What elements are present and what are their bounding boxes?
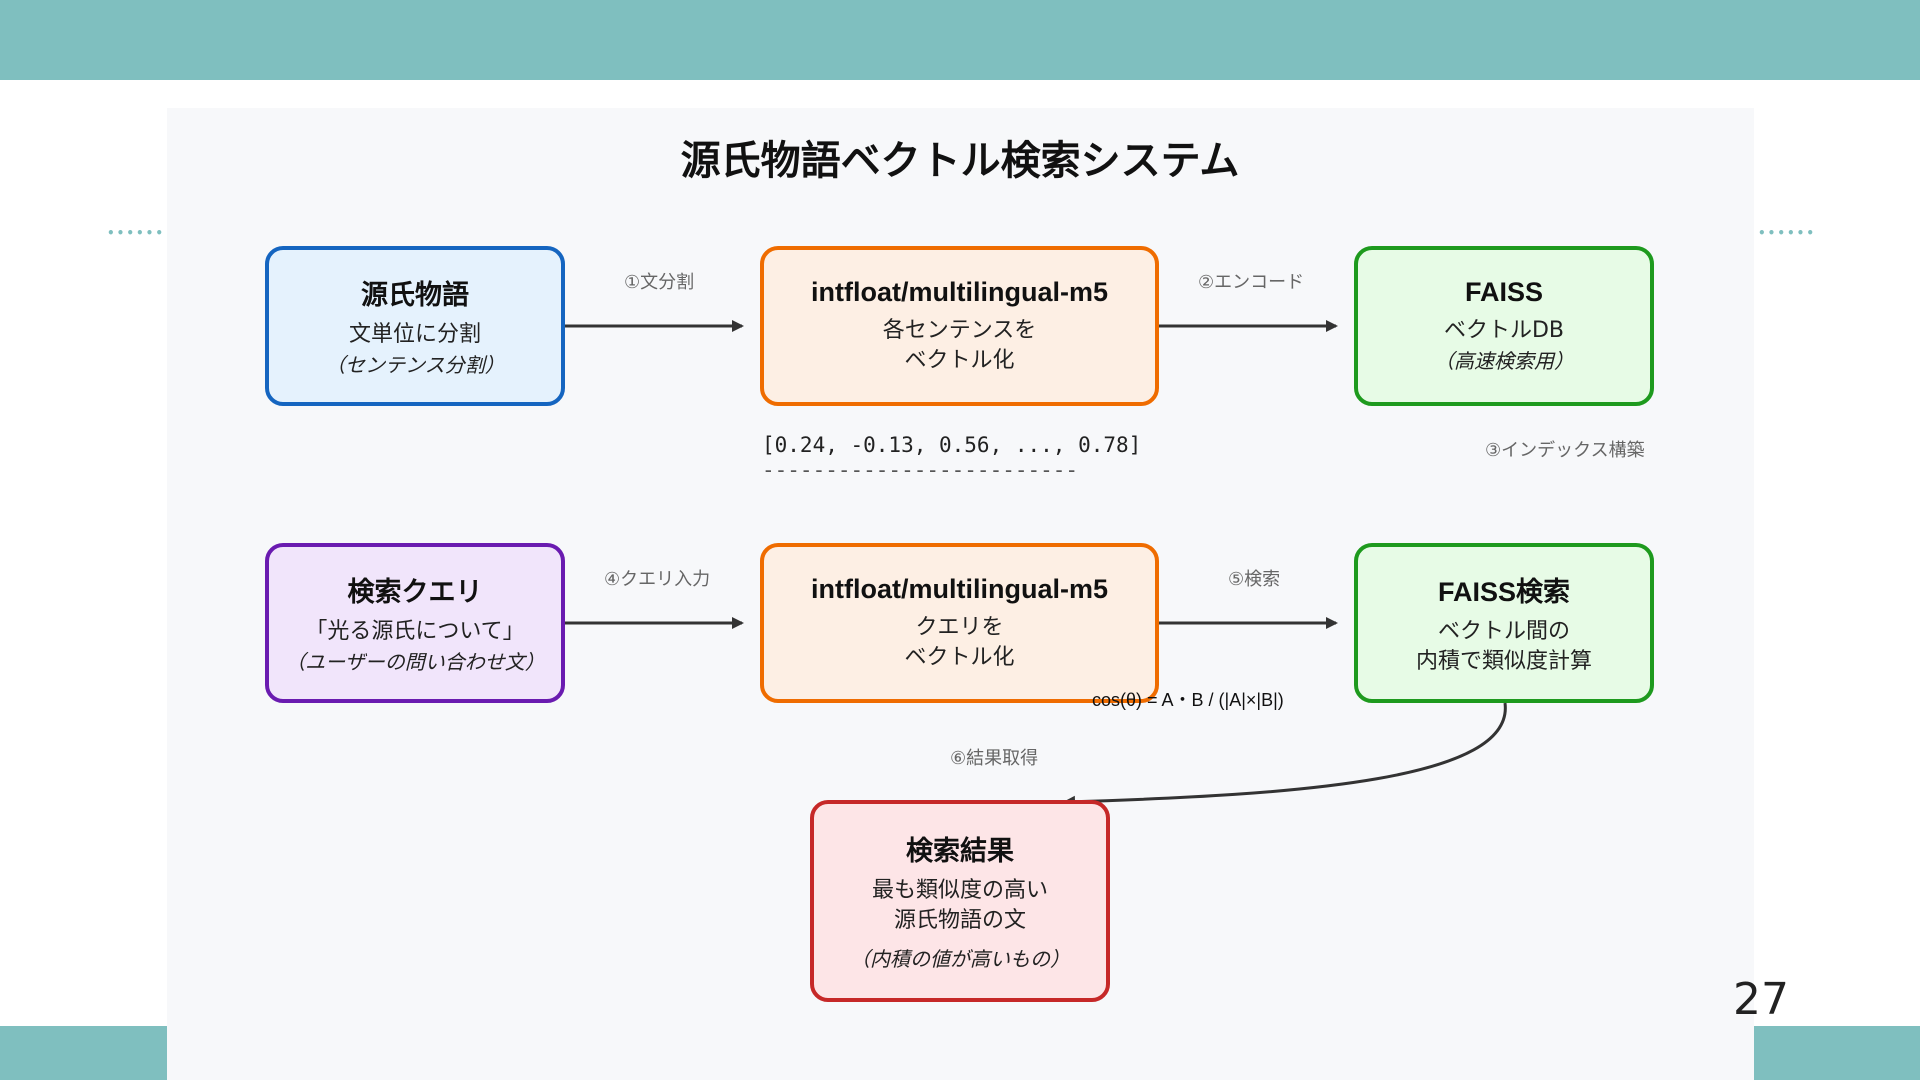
decor-dots-left: •••••• xyxy=(107,226,166,240)
step-label-encode: ②エンコード xyxy=(1198,272,1305,293)
vector-example: [0.24, -0.13, 0.56, ..., 0.78] xyxy=(762,433,1142,457)
node-result-line2: 源氏物語の文 xyxy=(893,907,1026,933)
node-faiss-search-line2: 内積で類似度計算 xyxy=(1415,648,1592,674)
node-encoder1-line2: ベクトル化 xyxy=(904,347,1015,373)
node-encoder2-line1: クエリを xyxy=(915,614,1004,640)
node-query-line1: 「光る源氏について」 xyxy=(305,618,525,644)
node-faiss-search: FAISS検索 ベクトル間の 内積で類似度計算 xyxy=(1354,543,1654,703)
step-label-split: ①文分割 xyxy=(624,272,695,293)
node-genji-note: （センテンス分割） xyxy=(325,352,505,377)
node-encoder-query: intfloat/multilingual-m5 クエリを ベクトル化 xyxy=(760,543,1159,703)
top-band xyxy=(0,0,1920,80)
node-result: 検索結果 最も類似度の高い 源氏物語の文 （内積の値が高いもの） xyxy=(810,800,1110,1002)
page-number: 27 xyxy=(1733,974,1789,1025)
node-faiss-db-line1: ベクトルDB xyxy=(1443,317,1565,343)
node-genji-title: 源氏物語 xyxy=(361,279,469,310)
vector-underline: ------------------------- xyxy=(762,458,1079,482)
node-encoder1-line1: 各センテンスを xyxy=(882,317,1037,343)
node-genji: 源氏物語 文単位に分割 （センテンス分割） xyxy=(265,246,565,406)
slide-title: 源氏物語ベクトル検索システム xyxy=(680,138,1240,184)
node-result-note: （内積の値が高いもの） xyxy=(850,946,1070,971)
decor-dots-right: •••••• xyxy=(1758,226,1817,240)
node-query-title: 検索クエリ xyxy=(347,576,483,607)
node-result-title: 検索結果 xyxy=(906,835,1014,866)
arrow-result xyxy=(1063,702,1507,808)
node-query: 検索クエリ 「光る源氏について」 （ユーザーの問い合わせ文） xyxy=(265,543,565,703)
step-label-query-input: ④クエリ入力 xyxy=(604,569,711,590)
node-query-note: （ユーザーの問い合わせ文） xyxy=(285,649,545,674)
node-faiss-db-title: FAISS xyxy=(1464,276,1544,307)
node-encoder-sentences: intfloat/multilingual-m5 各センテンスを ベクトル化 xyxy=(760,246,1159,406)
step-label-search: ⑤検索 xyxy=(1228,569,1281,590)
node-result-line1: 最も類似度の高い xyxy=(871,877,1048,903)
cosine-formula: cos(θ) = A・B / (|A|×|B|) xyxy=(1092,690,1284,710)
node-encoder1-title: intfloat/multilingual-m5 xyxy=(811,276,1108,307)
node-encoder2-title: intfloat/multilingual-m5 xyxy=(811,573,1108,604)
node-faiss-db-note: （高速検索用） xyxy=(1434,348,1574,373)
node-genji-line1: 文単位に分割 xyxy=(348,321,481,347)
node-faiss-search-title: FAISS検索 xyxy=(1437,576,1571,607)
step-label-result: ⑥結果取得 xyxy=(950,748,1039,769)
node-encoder2-line2: ベクトル化 xyxy=(904,644,1015,670)
node-faiss-search-line1: ベクトル間の xyxy=(1437,618,1570,644)
node-faiss-db: FAISS ベクトルDB （高速検索用） xyxy=(1354,246,1654,406)
step-label-index: ③インデックス構築 xyxy=(1485,440,1645,461)
